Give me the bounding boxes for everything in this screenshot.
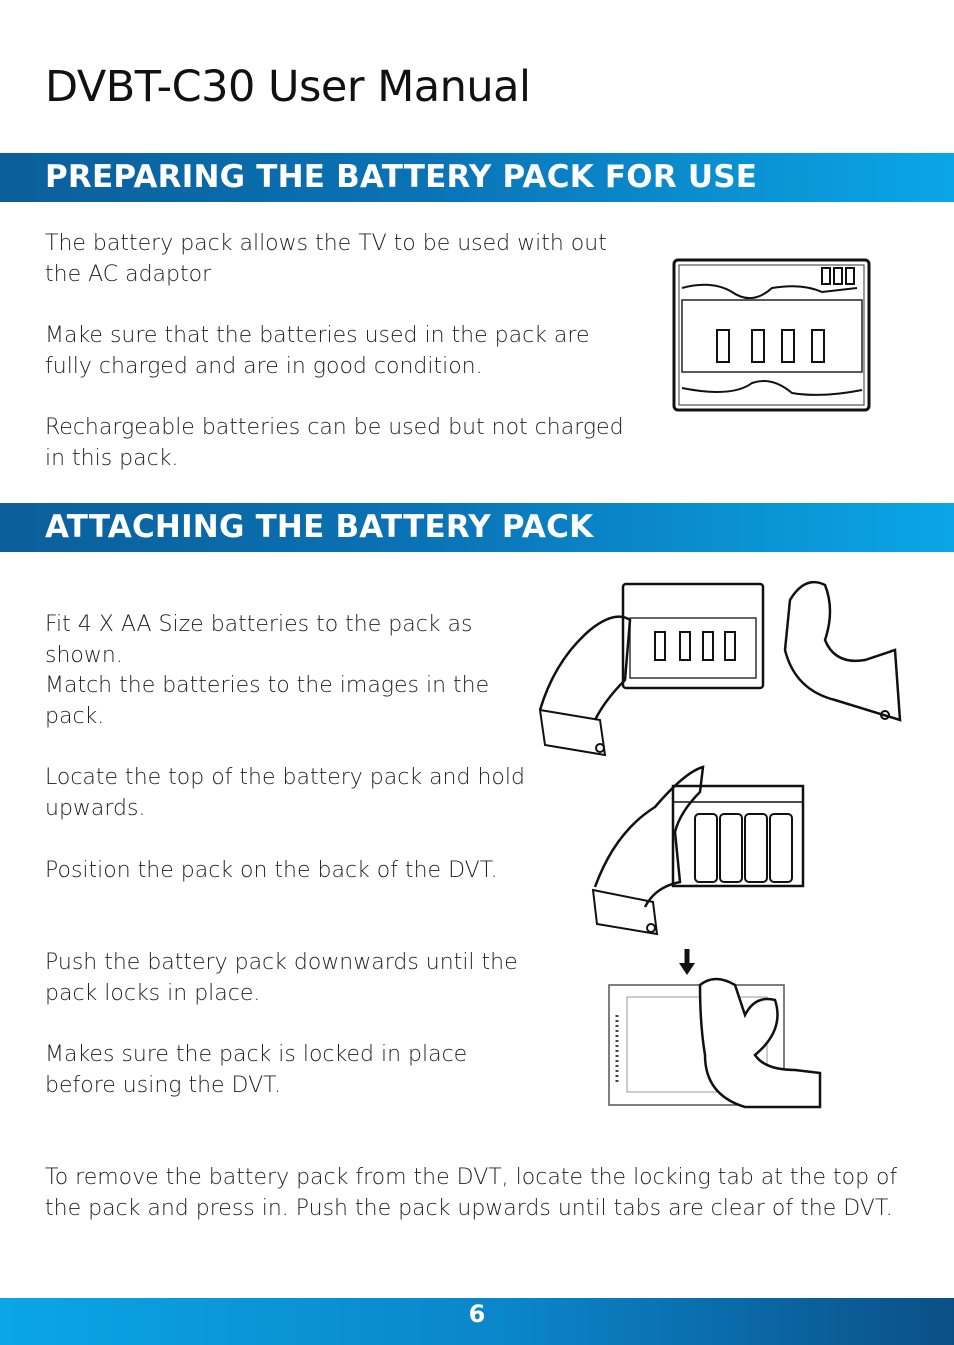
paragraph: Make sure that the batteries used in the… bbox=[45, 323, 590, 379]
paragraph: Fit 4 X AA Size batteries to the pack as… bbox=[45, 612, 473, 668]
holding-pack-illustration bbox=[591, 765, 805, 936]
paragraph: Position the pack on the back of the DVT… bbox=[45, 858, 498, 883]
paragraph: Makes sure the pack is locked in place b… bbox=[45, 1042, 468, 1098]
paragraph: The battery pack allows the TV to be use… bbox=[45, 231, 607, 287]
paragraph: To remove the battery pack from the DVT,… bbox=[45, 1165, 898, 1221]
paragraph: Locate the top of the battery pack and h… bbox=[45, 765, 525, 821]
paragraph: Match the batteries to the images in the… bbox=[45, 673, 490, 729]
section-heading: PREPARING THE BATTERY PACK FOR USE bbox=[45, 159, 758, 195]
locking-pack-illustration bbox=[608, 949, 822, 1109]
battery-pack-illustration bbox=[672, 258, 871, 412]
page-number: 6 bbox=[468, 1300, 486, 1328]
page-footer: 6 bbox=[0, 1298, 954, 1345]
paragraph: Push the battery pack downwards until th… bbox=[45, 950, 518, 1006]
section-heading-band: PREPARING THE BATTERY PACK FOR USE bbox=[0, 153, 954, 202]
section-heading: ATTACHING THE BATTERY PACK bbox=[45, 509, 594, 545]
fitting-batteries-illustration bbox=[538, 580, 902, 757]
page-title: DVBT-C30 User Manual bbox=[45, 62, 531, 112]
section-heading-band: ATTACHING THE BATTERY PACK bbox=[0, 503, 954, 552]
paragraph: Rechargeable batteries can be used but n… bbox=[45, 415, 624, 471]
